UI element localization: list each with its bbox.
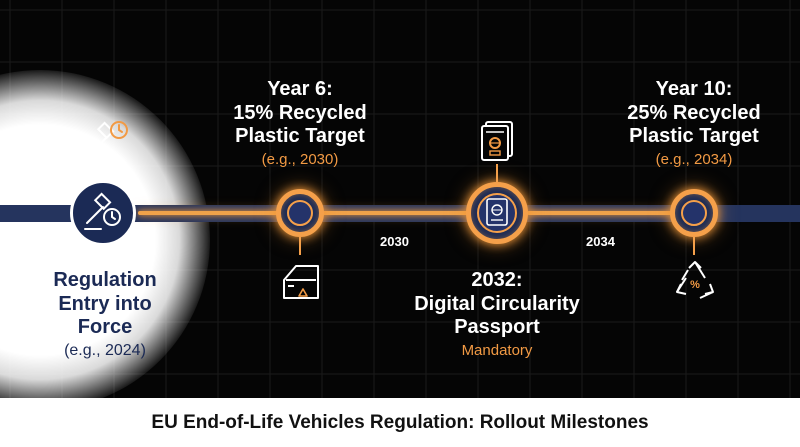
milestone-title-line: Year 6:	[267, 78, 333, 100]
milestone-title-line: Entry into Force	[58, 292, 152, 339]
milestone-title-line: 2032:	[471, 269, 523, 291]
milestone-title-line: Plastic Target	[629, 125, 759, 148]
milestone-label-year6: Year 6: 15% Recycled Plastic Target (e.g…	[210, 78, 390, 168]
milestone-title-line: Year 10:	[655, 78, 733, 100]
diagram-caption: EU End-of-Life Vehicles Regulation: Roll…	[151, 411, 649, 433]
stem-regulation	[104, 164, 106, 180]
stem-year10	[693, 237, 695, 255]
milestone-label-year10: Year 10: 25% Recycled Plastic Target (e.…	[604, 78, 784, 168]
milestone-node-2032	[466, 182, 528, 244]
gavel-clock-icon	[84, 192, 121, 230]
milestone-note: (e.g., 2024)	[64, 341, 146, 359]
milestone-label-regulation: Regulation Entry into Force (e.g., 2024)	[30, 269, 180, 361]
timeline-year-label: 2034	[586, 234, 615, 249]
milestone-title-line: Digital Circularity	[414, 292, 580, 315]
timeline-diagram: % Regulation Entry into Force (e.g., 202…	[0, 0, 800, 398]
timeline-segment-1	[138, 211, 278, 215]
milestone-title-line: Regulation	[53, 269, 157, 291]
milestone-title-line: 25% Recycled	[627, 101, 761, 124]
milestone-node-regulation	[70, 180, 136, 246]
milestone-title-line: Plastic Target	[235, 125, 365, 148]
milestone-note: Mandatory	[461, 341, 533, 359]
gavel-clock-icon	[87, 121, 128, 159]
passport-icon	[486, 198, 508, 226]
passport-icon	[481, 121, 513, 161]
milestone-label-2032: 2032: Digital Circularity Passport Manda…	[396, 269, 598, 359]
milestone-node-year10	[670, 189, 718, 237]
recycle-percent-icon: %	[676, 261, 714, 299]
timeline-segment-3	[527, 211, 673, 215]
timeline-segment-2	[322, 211, 468, 215]
milestone-note: (e.g., 2034)	[655, 150, 733, 168]
milestone-node-year6	[276, 189, 324, 237]
milestone-title-line: Passport	[454, 316, 540, 339]
timeline-year-label: 2030	[380, 234, 409, 249]
milestone-title-line: 15% Recycled	[233, 101, 367, 124]
stem-2032	[496, 164, 498, 182]
car-door-recycle-icon	[283, 265, 319, 299]
stem-year6	[299, 237, 301, 255]
milestone-note: (e.g., 2030)	[261, 150, 339, 168]
svg-text:%: %	[690, 279, 700, 291]
